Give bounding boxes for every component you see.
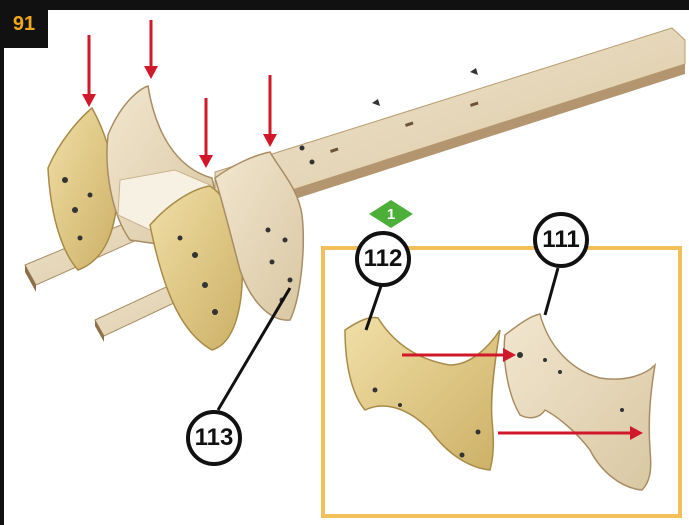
arrow-down-icon xyxy=(263,75,277,147)
arrow-down-icon xyxy=(82,35,96,107)
sub-step-marker: 1 xyxy=(367,199,415,229)
left-border xyxy=(0,0,4,525)
arrow-down-icon xyxy=(199,98,213,168)
sub-step-number: 1 xyxy=(367,199,415,229)
rear-former xyxy=(48,108,116,270)
callout-111: 111 xyxy=(533,212,589,268)
callout-112: 112 xyxy=(355,231,411,287)
step-number-badge: 91 xyxy=(0,0,48,48)
callout-113: 113 xyxy=(186,410,242,466)
detail-inset-frame xyxy=(321,246,682,518)
arrow-down-icon xyxy=(144,20,158,79)
top-border xyxy=(0,0,689,10)
